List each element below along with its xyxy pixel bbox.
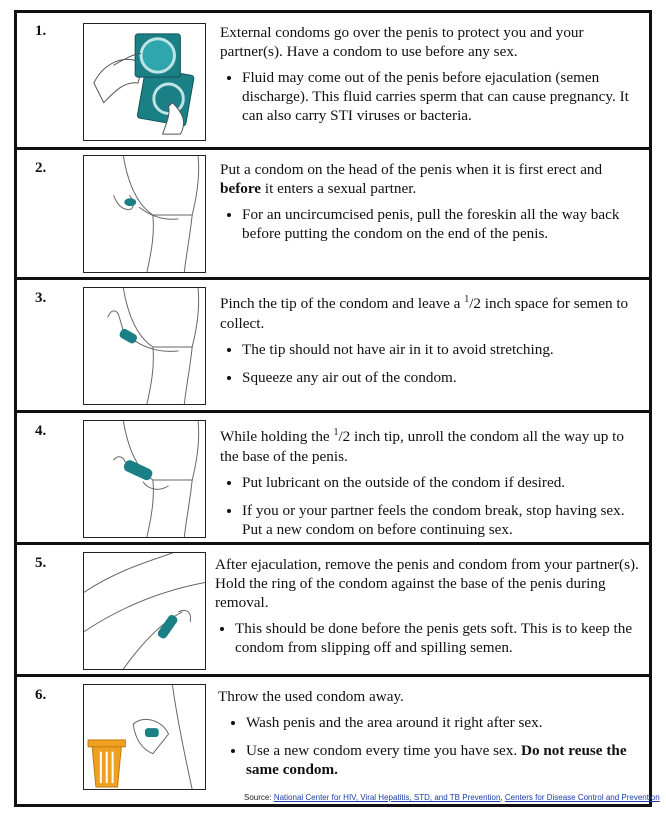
condom-package-illustration	[83, 23, 206, 141]
step-text: While holding the 1/2 inch tip, unroll t…	[220, 423, 639, 548]
step-text: After ejaculation, remove the penis and …	[215, 555, 639, 666]
step-description: External condoms go over the penis to pr…	[220, 24, 584, 60]
step-bullet: Squeeze any air out of the condom.	[242, 368, 639, 387]
step-6: 6. Throw the used condom away. Wash peni…	[14, 674, 652, 807]
step-description: Throw the used condom away.	[218, 688, 404, 705]
step-description: Put a condom on the head of the penis wh…	[220, 161, 603, 197]
step-description: After ejaculation, remove the penis and …	[215, 556, 639, 611]
unroll-condom-illustration	[83, 420, 206, 538]
step-number: 5.	[35, 555, 47, 571]
step-bullet: Wash penis and the area around it right …	[246, 713, 639, 732]
step-bullet: If you or your partner feels the condom …	[242, 501, 639, 539]
source-link-cdc[interactable]: Centers for Disease Control and Preventi…	[504, 793, 660, 802]
source-link-nchhstp[interactable]: National Center for HIV, Viral Hepatitis…	[273, 793, 501, 802]
step-description: While holding the 1/2 inch tip, unroll t…	[220, 427, 624, 466]
step-text: Throw the used condom away. Wash penis a…	[218, 687, 639, 788]
step-number: 2.	[35, 160, 47, 176]
step-number: 1.	[35, 23, 47, 39]
step-bullet: For an uncircumcised penis, pull the for…	[242, 205, 639, 243]
step-text: Put a condom on the head of the penis wh…	[220, 160, 639, 252]
step-bullet: Put lubricant on the outside of the cond…	[242, 473, 639, 492]
step-bullet: Fluid may come out of the penis before e…	[242, 68, 639, 125]
step-bullet: The tip should not have air in it to avo…	[242, 340, 639, 359]
step-1: 1. External condoms go over the penis to…	[14, 10, 652, 150]
step-5: 5. After ejaculation, remove the penis a…	[14, 542, 652, 677]
remove-condom-illustration	[83, 552, 206, 670]
step-number: 3.	[35, 290, 47, 306]
step-bullet: Use a new condom every time you have sex…	[246, 741, 639, 779]
step-2: 2. Put a condom on the head of the penis…	[14, 147, 652, 280]
step-3: 3. Pinch the tip of the condom and leave…	[14, 277, 652, 413]
source-citation: Source: National Center for HIV, Viral H…	[244, 793, 660, 802]
step-bullet: This should be done before the penis get…	[235, 619, 639, 657]
step-text: Pinch the tip of the condom and leave a …	[220, 290, 639, 396]
step-number: 6.	[35, 687, 47, 703]
step-description: Pinch the tip of the condom and leave a …	[220, 294, 629, 333]
step-text: External condoms go over the penis to pr…	[220, 23, 639, 134]
put-on-condom-illustration	[83, 155, 206, 273]
step-4: 4. While holding the 1/2 inch tip, unrol…	[14, 410, 652, 545]
source-label: Source:	[244, 793, 272, 802]
throw-away-illustration	[83, 684, 206, 790]
pinch-tip-illustration	[83, 287, 206, 405]
step-number: 4.	[35, 423, 47, 439]
